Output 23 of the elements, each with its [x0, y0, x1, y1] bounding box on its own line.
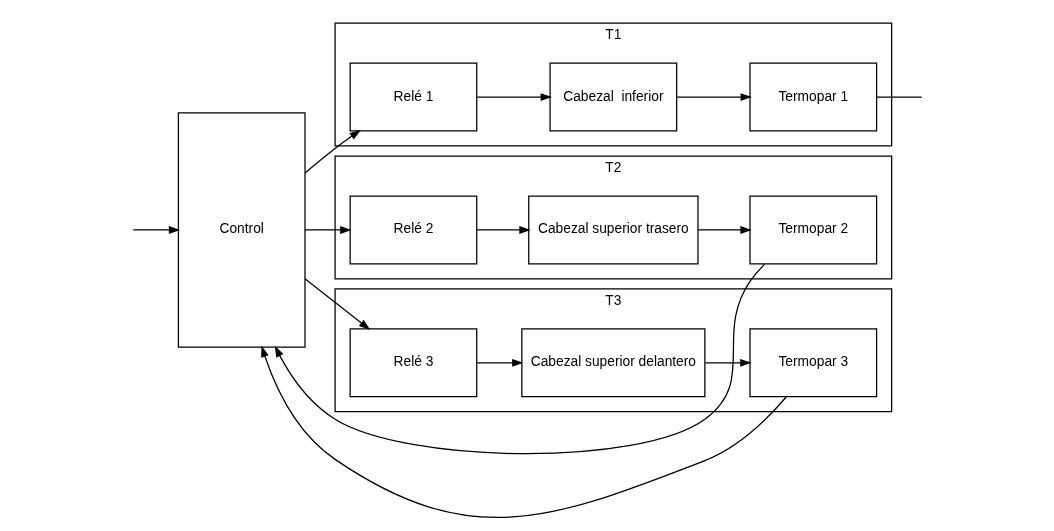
node-box: Cabezal inferior	[548, 62, 677, 132]
arrow	[476, 93, 552, 102]
node-box: Control	[177, 112, 306, 348]
node-box: Relé 3	[349, 328, 477, 398]
arrow	[132, 226, 180, 234]
arrow	[304, 129, 361, 174]
arrow	[697, 226, 752, 234]
arrow	[476, 226, 531, 234]
node-box: Termopar 1	[748, 62, 877, 132]
arrow	[303, 278, 370, 330]
arrow	[260, 345, 787, 518]
node-box: Cabezal superior trasero	[527, 195, 699, 265]
arrow	[274, 263, 765, 455]
arrow	[704, 358, 751, 367]
connector	[875, 96, 922, 98]
arrow	[476, 358, 523, 367]
arrow	[303, 226, 351, 234]
node-box: Termopar 2	[748, 195, 877, 265]
arrow	[675, 93, 752, 102]
node-box: Relé 1	[349, 62, 477, 132]
node-box: Cabezal superior delantero	[520, 328, 705, 398]
node-box: Termopar 3	[748, 328, 877, 398]
node-box: Relé 2	[349, 195, 477, 265]
